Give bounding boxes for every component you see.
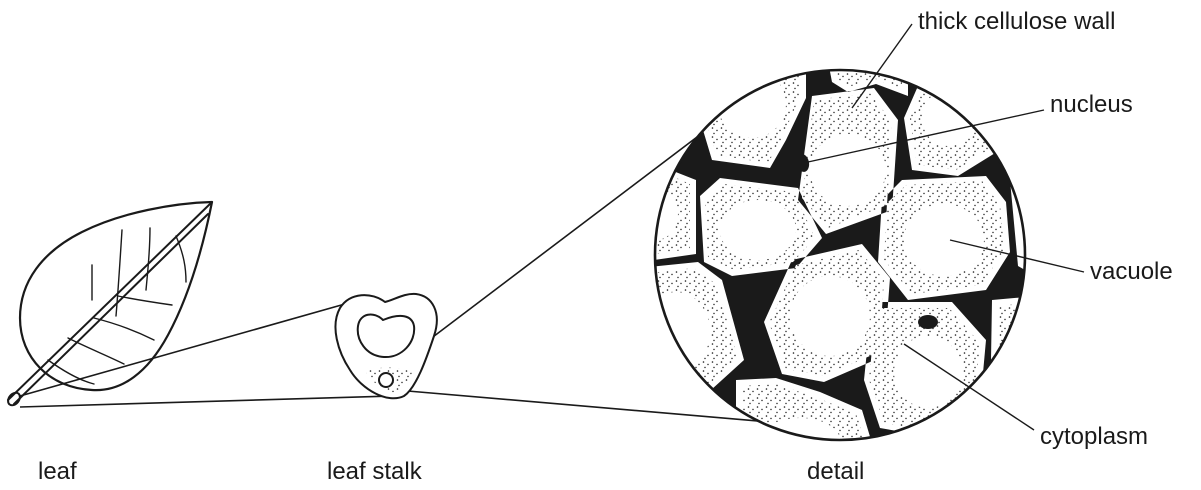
leaf-stalk-section [335,294,436,398]
leaf-vein [94,318,154,340]
stalk-sample-circle [379,373,393,387]
leaf-vein [146,228,150,290]
leaf-vein [116,230,122,316]
leaf-stalk-end [6,390,23,407]
zoom-line-leaf-bottom [20,396,392,407]
label-vacuole: vacuole [1090,258,1173,285]
leaf-vein [68,338,124,364]
detail-magnified-view [610,30,1060,480]
caption-leaf-stalk: leaf stalk [327,458,423,485]
leaf-drawing [6,202,212,408]
caption-leaf: leaf [38,458,77,485]
nucleus [918,315,938,329]
label-cytoplasm: cytoplasm [1040,423,1148,450]
label-thick-cellulose-wall: thick cellulose wall [918,8,1115,35]
caption-detail: detail [807,458,864,485]
label-nucleus: nucleus [1050,91,1133,118]
leaf-vein [118,296,172,305]
